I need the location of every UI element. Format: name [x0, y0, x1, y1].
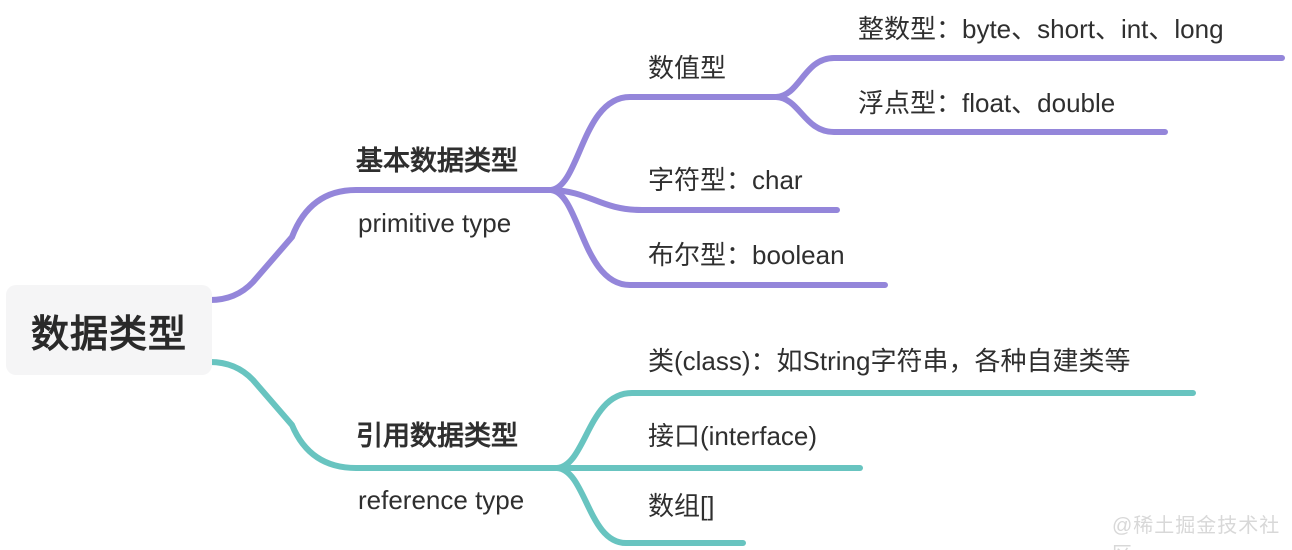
node-interface-type[interactable]: 接口(interface) — [648, 421, 818, 451]
node-float-type[interactable]: 浮点型：float、double — [858, 88, 1116, 118]
juejin-watermark: @稀土掘金技术社区 — [1112, 515, 1281, 550]
edge-numeric-to-float — [773, 94, 1168, 135]
node-primitive-type-en[interactable]: primitive type — [358, 208, 512, 238]
node-numeric-type[interactable]: 数值型 — [648, 53, 727, 83]
edge-root-to-reference — [207, 359, 560, 471]
edge-primitive-to-char — [548, 187, 840, 213]
node-class-type[interactable]: 类(class)：如String字符串，各种自建类等 — [648, 346, 1131, 376]
node-reference-type-en[interactable]: reference type — [358, 485, 525, 515]
edge-root-to-primitive — [207, 187, 554, 303]
edge-primitive-to-bool — [548, 187, 888, 288]
node-reference-type-zh[interactable]: 引用数据类型 — [356, 421, 518, 451]
edge-reference-to-class — [554, 390, 1196, 471]
edge-numeric-to-integer — [773, 55, 1285, 100]
node-boolean-type[interactable]: 布尔型：boolean — [648, 240, 845, 270]
edge-primitive-to-numeric — [548, 94, 779, 193]
node-array-type[interactable]: 数组[] — [648, 491, 715, 521]
root-node-data-types[interactable]: 数据类型 — [6, 285, 212, 375]
node-char-type[interactable]: 字符型：char — [648, 165, 803, 195]
edge-reference-to-array — [554, 465, 746, 546]
node-integer-type[interactable]: 整数型：byte、short、int、long — [858, 14, 1224, 44]
node-primitive-type-zh[interactable]: 基本数据类型 — [356, 146, 518, 176]
